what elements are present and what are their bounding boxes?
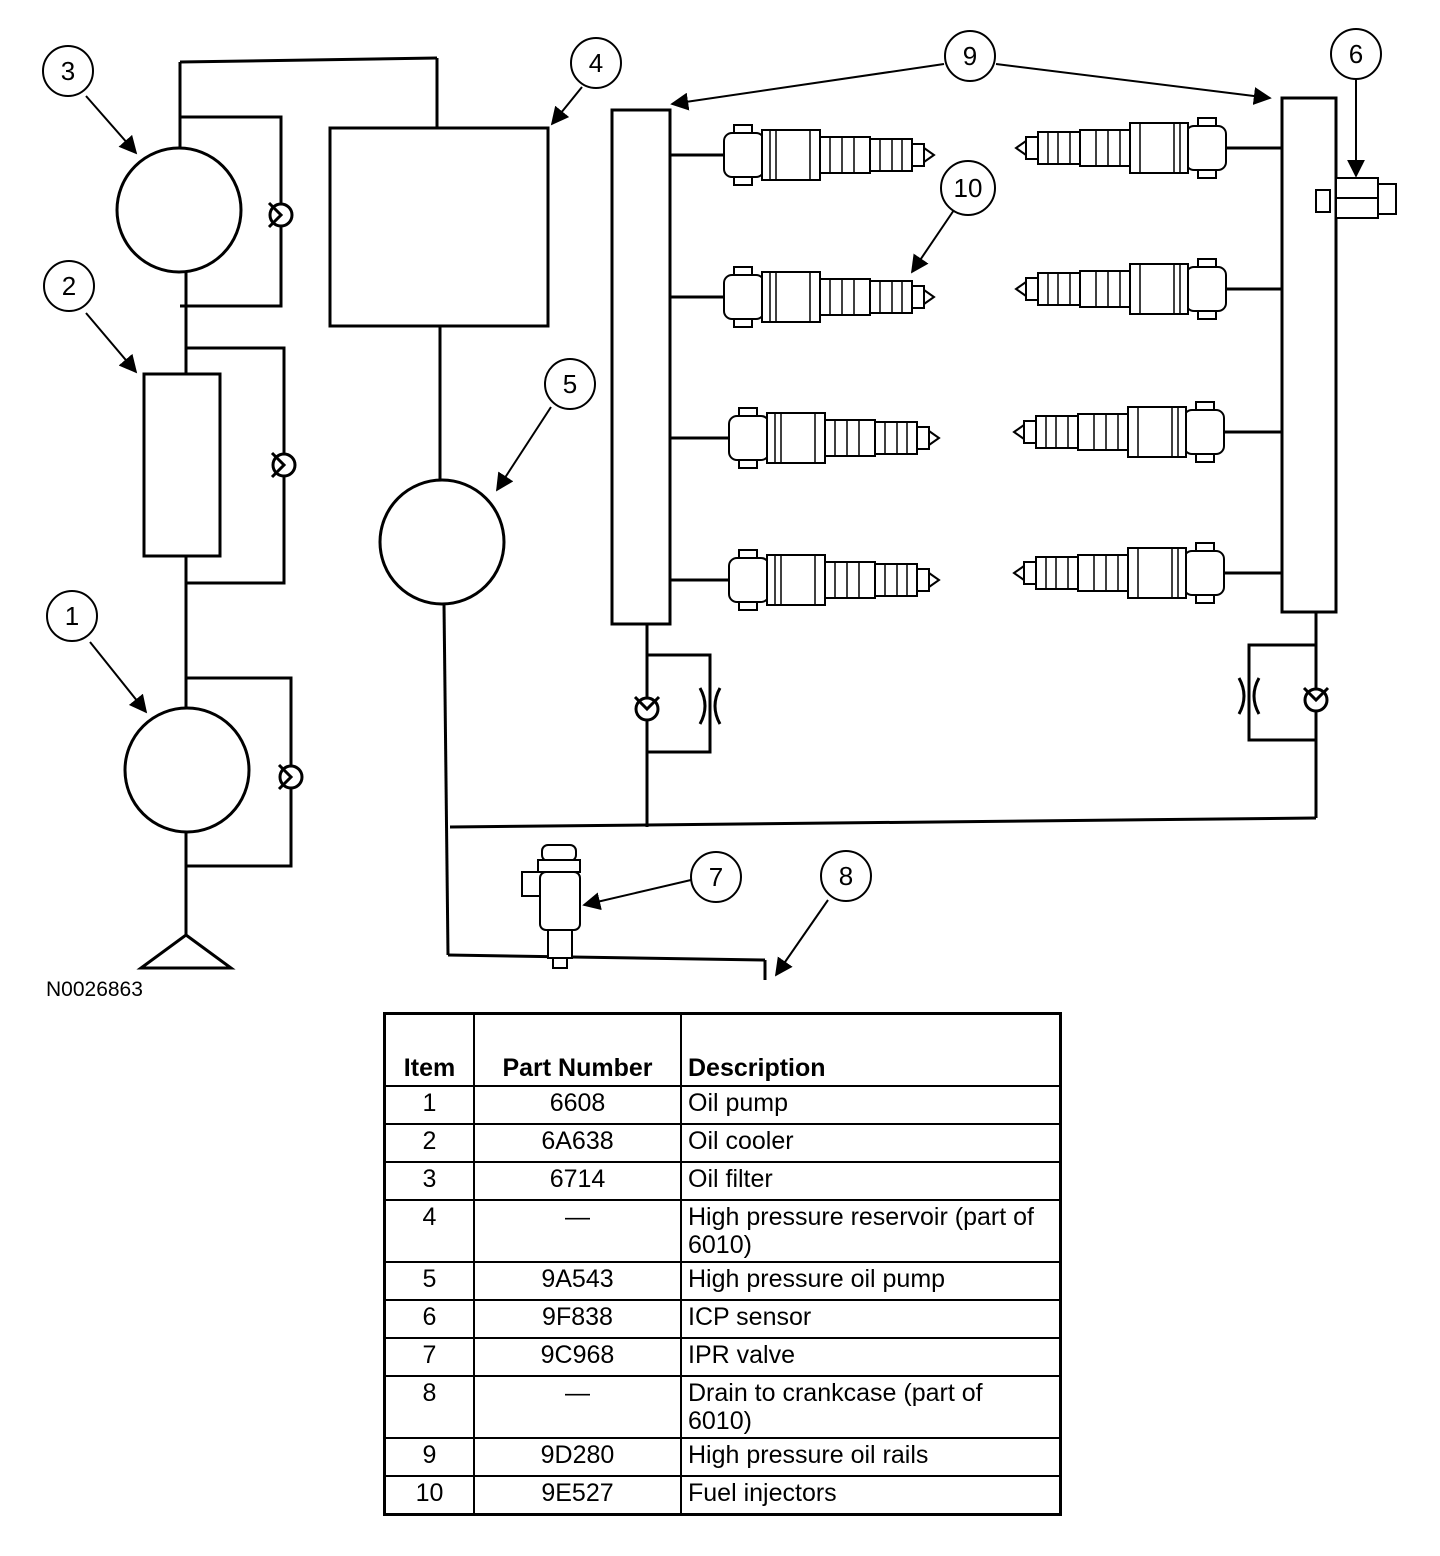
row-part-number: — [473, 1375, 682, 1439]
row-part-number: 6A638 [473, 1123, 682, 1163]
svg-text:9: 9 [963, 41, 977, 71]
bypass-check-valve-icon [277, 763, 304, 791]
table-row: 8 — Drain to crankcase (part of 6010) [383, 1375, 1062, 1439]
fuel-injector-icon [723, 124, 935, 186]
row-description: Oil pump [680, 1085, 1062, 1125]
svg-text:7: 7 [709, 862, 723, 892]
fuel-injector-icon [723, 266, 935, 328]
row-item: 6 [383, 1299, 475, 1339]
row-item: 7 [383, 1337, 475, 1377]
fuel-injector-icon [1013, 542, 1225, 604]
return-check-valve-icon [1302, 686, 1330, 713]
callout-leaders [85, 63, 1365, 977]
row-description: Oil cooler [680, 1123, 1062, 1163]
high-pressure-pump-symbol [378, 478, 506, 606]
table-header-row: Item Part Number Description [383, 1012, 1062, 1087]
row-description: Fuel injectors [680, 1475, 1062, 1515]
callout-1: 1 [46, 590, 98, 642]
row-description: Drain to crankcase (part of 6010) [680, 1375, 1062, 1439]
sump-triangle-icon [136, 933, 236, 970]
svg-text:10: 10 [954, 173, 983, 203]
table-row: 6 9F838 ICP sensor [383, 1299, 1062, 1339]
callout-6: 6 [1330, 28, 1382, 80]
bypass-check-valve-icon [270, 451, 297, 479]
callout-8: 8 [820, 850, 872, 902]
callout-3: 3 [42, 45, 94, 97]
row-part-number: 9F838 [473, 1299, 682, 1339]
fuel-injector-icon [1015, 117, 1227, 179]
low-pressure-circuit [115, 56, 439, 970]
high-pressure-supply [328, 126, 1317, 980]
row-description: High pressure oil rails [680, 1437, 1062, 1477]
orifice-icon [698, 687, 722, 725]
row-item: 9 [383, 1437, 475, 1477]
oil-cooler-symbol [142, 372, 222, 558]
table-row: 9 9D280 High pressure oil rails [383, 1437, 1062, 1477]
row-part-number: 9E527 [473, 1475, 682, 1515]
svg-text:4: 4 [589, 48, 603, 78]
left-oil-rail [610, 108, 672, 626]
row-description: High pressure oil pump [680, 1261, 1062, 1301]
row-part-number: 9D280 [473, 1437, 682, 1477]
oil-filter-symbol [115, 146, 243, 274]
svg-text:3: 3 [61, 56, 75, 86]
fuel-injector-icon [728, 407, 940, 469]
table-row: 7 9C968 IPR valve [383, 1337, 1062, 1377]
row-item: 8 [383, 1375, 475, 1439]
row-description: IPR valve [680, 1337, 1062, 1377]
row-part-number: 6608 [473, 1085, 682, 1125]
callout-2: 2 [43, 260, 95, 312]
table-row: 5 9A543 High pressure oil pump [383, 1261, 1062, 1301]
svg-text:2: 2 [62, 271, 76, 301]
row-part-number: 6714 [473, 1161, 682, 1201]
ipr-valve-icon [521, 844, 581, 969]
orifice-icon [1237, 677, 1261, 715]
row-description: Oil filter [680, 1161, 1062, 1201]
callout-10: 10 [940, 160, 996, 216]
oil-system-diagram: 1 2 3 4 5 6 7 8 [42, 28, 1397, 980]
table-row: 1 6608 Oil pump [383, 1085, 1062, 1125]
callout-4: 4 [570, 37, 622, 89]
header-item: Item [383, 1012, 475, 1087]
row-item: 4 [383, 1199, 475, 1263]
row-part-number: 9A543 [473, 1261, 682, 1301]
row-item: 1 [383, 1085, 475, 1125]
row-part-number: 9C968 [473, 1337, 682, 1377]
row-item: 2 [383, 1123, 475, 1163]
figure-id: N0026863 [46, 978, 143, 1001]
bypass-check-valve-icon [267, 201, 294, 229]
table-row: 3 6714 Oil filter [383, 1161, 1062, 1201]
table-row: 4 — High pressure reservoir (part of 601… [383, 1199, 1062, 1263]
row-description: ICP sensor [680, 1299, 1062, 1339]
parts-legend-table: Item Part Number Description 1 6608 Oil … [383, 1012, 1062, 1516]
row-item: 5 [383, 1261, 475, 1301]
right-oil-rail [1280, 96, 1338, 614]
svg-text:5: 5 [563, 369, 577, 399]
row-part-number: — [473, 1199, 682, 1263]
callout-bubbles: 1 2 3 4 5 6 7 8 [42, 28, 1382, 903]
reservoir-symbol [328, 126, 550, 328]
row-item: 10 [383, 1475, 475, 1515]
header-description: Description [680, 1012, 1062, 1087]
callout-5: 5 [544, 358, 596, 410]
table-row: 2 6A638 Oil cooler [383, 1123, 1062, 1163]
fuel-injector-icon [1015, 258, 1227, 320]
oil-pump-symbol [123, 706, 251, 834]
svg-text:1: 1 [65, 601, 79, 631]
oil-rails [610, 96, 1397, 827]
icp-sensor-icon [1315, 177, 1397, 219]
return-check-valve-icon [633, 695, 661, 722]
callout-9: 9 [944, 30, 996, 82]
callout-7: 7 [690, 851, 742, 903]
row-description: High pressure reservoir (part of 6010) [680, 1199, 1062, 1263]
fuel-injector-icon [1013, 401, 1225, 463]
svg-text:6: 6 [1349, 39, 1363, 69]
header-part-number: Part Number [473, 1012, 682, 1087]
svg-text:8: 8 [839, 861, 853, 891]
row-item: 3 [383, 1161, 475, 1201]
table-row: 10 9E527 Fuel injectors [383, 1475, 1062, 1515]
fuel-injector-icon [728, 549, 940, 611]
